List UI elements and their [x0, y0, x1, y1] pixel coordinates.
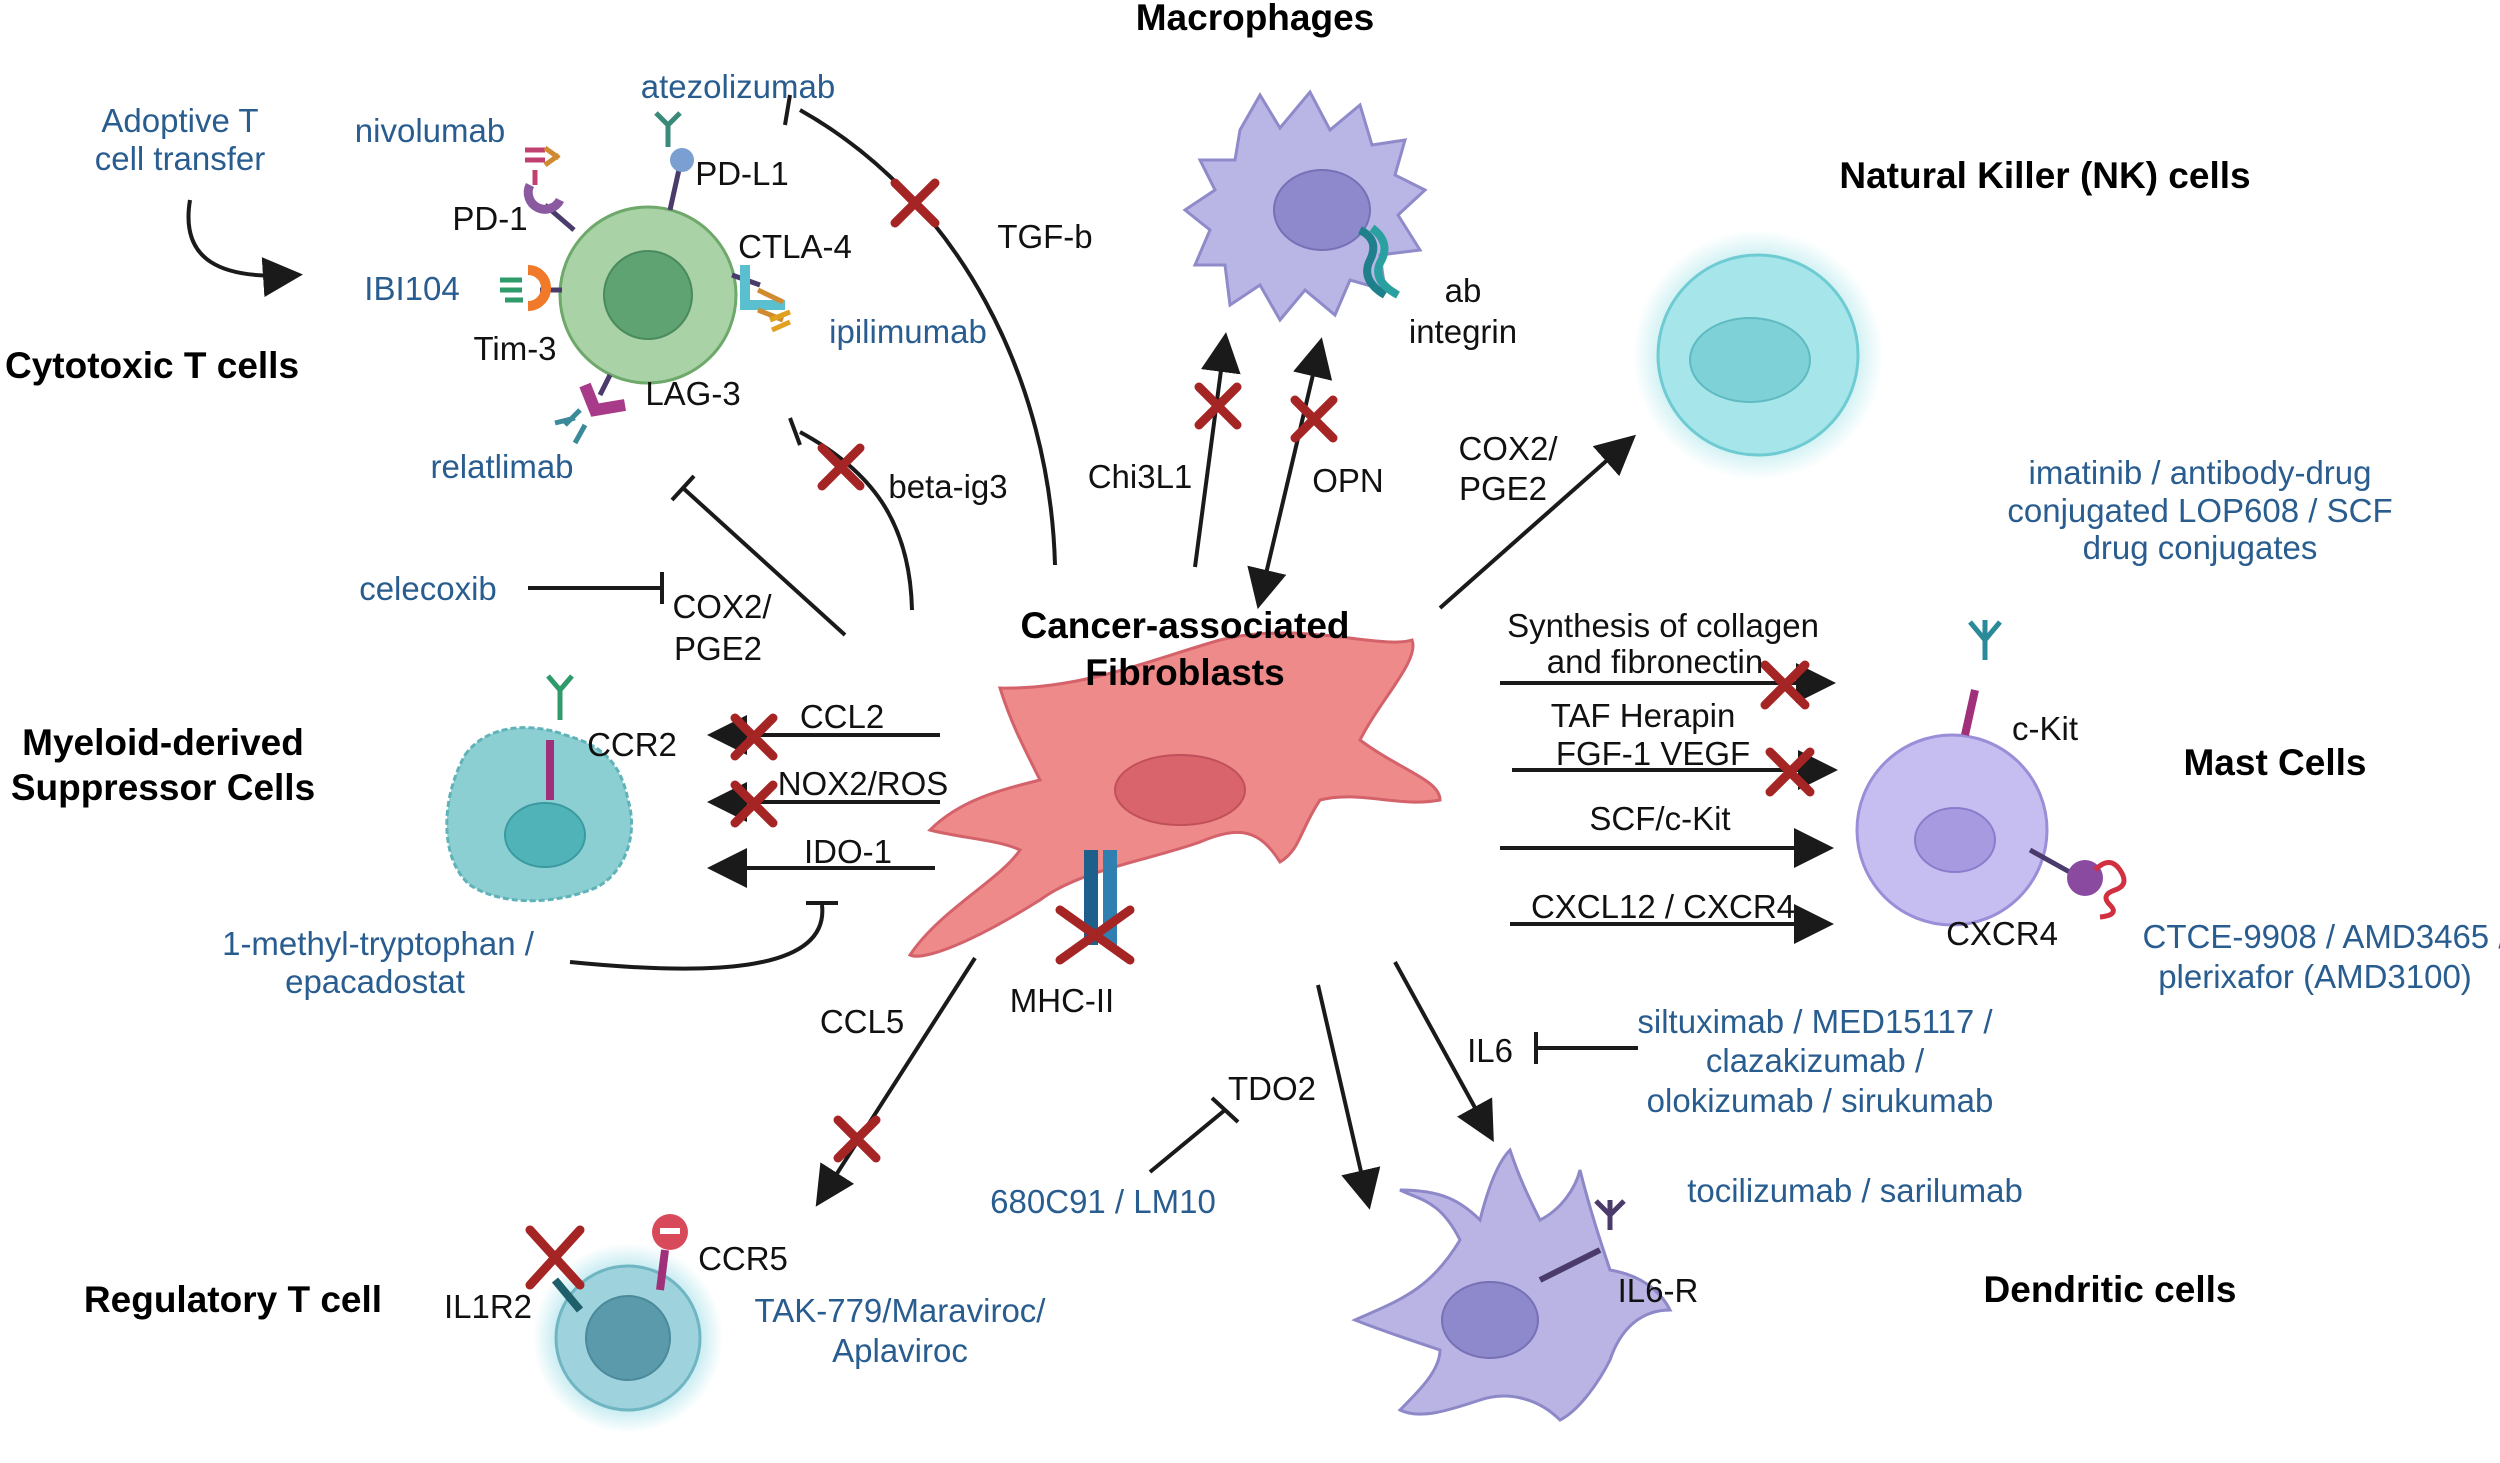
drug-tocilizumab: tocilizumab / sarilumab [1687, 1172, 2023, 1209]
drug-tak-1: TAK-779/Maraviroc/ [755, 1292, 1047, 1329]
drug-adoptive-2: cell transfer [95, 140, 266, 177]
label-tim3: Tim-3 [473, 330, 556, 367]
label-pd1: PD-1 [452, 200, 527, 237]
label-ccl2: CCL2 [800, 698, 884, 735]
label-cox2-left-1: COX2/ [672, 588, 772, 625]
drug-adoptive-1: Adoptive T [101, 102, 258, 139]
label-cox2-left-2: PGE2 [674, 630, 762, 667]
drug-imatinib-2: conjugated LOP608 / SCF [2007, 492, 2392, 529]
label-ckit: c-Kit [2012, 710, 2078, 747]
label-tdo2: TDO2 [1228, 1070, 1316, 1107]
label-cox2-right-1: COX2/ [1458, 430, 1558, 467]
heading-dendritic: Dendritic cells [1984, 1269, 2237, 1310]
heading-treg: Regulatory T cell [84, 1279, 382, 1320]
drug-atezolizumab: atezolizumab [641, 68, 835, 105]
label-il6r: IL6-R [1618, 1272, 1699, 1309]
drug-siltux-3: olokizumab / sirukumab [1647, 1082, 1994, 1119]
drug-680c91: 680C91 / LM10 [990, 1183, 1216, 1220]
drug-tak-2: Aplaviroc [832, 1332, 968, 1369]
label-opn: OPN [1312, 462, 1384, 499]
heading-cytotoxic-t: Cytotoxic T cells [5, 345, 299, 386]
drug-ibi104: IBI104 [364, 270, 459, 307]
label-beta-ig3: beta-ig3 [888, 468, 1007, 505]
treg-cell [530, 1214, 723, 1433]
label-collagen-2: and fibronectin [1547, 643, 1763, 680]
mdsc-cell [447, 676, 632, 901]
drug-siltux-1: siltuximab / MED15117 / [1637, 1003, 1993, 1040]
heading-macrophages: Macrophages [1136, 0, 1375, 38]
label-nox2: NOX2/ROS [778, 765, 949, 802]
drug-siltux-2: clazakizumab / [1706, 1042, 1925, 1079]
label-taf-1: TAF Herapin [1551, 697, 1736, 734]
drug-mt-2: epacadostat [285, 963, 465, 1000]
label-cxcr4: CXCR4 [1946, 915, 2058, 952]
heading-mdsc-line2: Suppressor Cells [11, 767, 315, 808]
label-ab-integrin-2: integrin [1409, 313, 1517, 350]
label-taf-2: FGF-1 VEGF [1556, 735, 1750, 772]
label-tgfb: TGF-b [997, 218, 1092, 255]
label-pdl1: PD-L1 [695, 155, 789, 192]
mast-cell [1857, 620, 2124, 925]
macrophage-cell [1185, 92, 1425, 320]
drug-ipilimumab: ipilimumab [829, 313, 987, 350]
drug-ctce-1: CTCE-9908 / AMD3465 / [2143, 918, 2500, 955]
heading-mdsc-line1: Myeloid-derived [22, 722, 304, 763]
nk-cell [1633, 230, 1883, 480]
label-ccr2: CCR2 [587, 726, 677, 763]
label-chi3l1: Chi3L1 [1088, 458, 1193, 495]
label-ab-integrin-1: ab [1445, 272, 1482, 309]
heading-caf-line1: Cancer-associated [1020, 605, 1349, 646]
label-il1r2: IL1R2 [444, 1288, 532, 1325]
drug-relatlimab: relatlimab [430, 448, 573, 485]
label-cox2-right-2: PGE2 [1459, 470, 1547, 507]
label-mhc2: MHC-II [1010, 982, 1114, 1019]
drug-ctce-2: plerixafor (AMD3100) [2158, 958, 2472, 995]
label-cxcl12: CXCL12 / CXCR4 [1531, 888, 1795, 925]
heading-caf-line2: Fibroblasts [1085, 652, 1284, 693]
drug-imatinib-3: drug conjugates [2083, 529, 2318, 566]
label-ccr5: CCR5 [698, 1240, 788, 1277]
drug-mt-1: 1-methyl-tryptophan / [222, 925, 535, 962]
label-il6: IL6 [1467, 1032, 1513, 1069]
drug-nivolumab: nivolumab [355, 112, 505, 149]
drug-celecoxib: celecoxib [359, 570, 497, 607]
label-ido1: IDO-1 [804, 833, 892, 870]
label-ctla4: CTLA-4 [738, 228, 852, 265]
drug-imatinib-1: imatinib / antibody-drug [2028, 454, 2371, 491]
label-collagen-1: Synthesis of collagen [1507, 607, 1819, 644]
label-scf: SCF/c-Kit [1589, 800, 1730, 837]
heading-mast-cells: Mast Cells [2183, 742, 2366, 783]
label-lag3: LAG-3 [645, 375, 740, 412]
heading-nk-cells: Natural Killer (NK) cells [1839, 155, 2250, 196]
label-ccl5: CCL5 [820, 1003, 904, 1040]
